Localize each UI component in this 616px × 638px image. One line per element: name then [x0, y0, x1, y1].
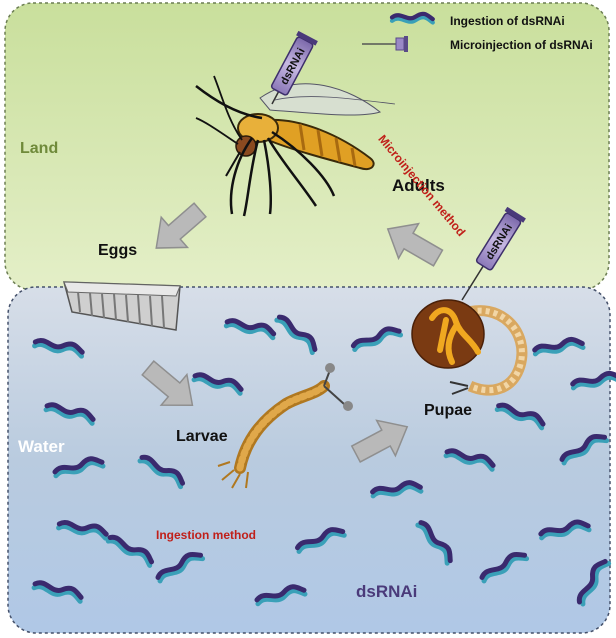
water-label: Water — [18, 437, 65, 456]
legend — [362, 14, 433, 52]
legend-ingestion-label: Ingestion of dsRNAi — [450, 14, 565, 28]
pupa-icon — [411, 299, 528, 396]
stage-label-adults: Adults — [392, 176, 445, 195]
stage-label-eggs: Eggs — [98, 242, 138, 259]
dsrnai-water-label: dsRNAi — [356, 582, 418, 601]
larva-icon — [217, 363, 353, 489]
mosquito-icon — [195, 75, 396, 217]
egg-raft-icon — [63, 281, 181, 331]
legend-microinjection-label: Microinjection of dsRNAi — [450, 38, 593, 52]
legend-syringe-icon — [362, 36, 408, 52]
land-label: Land — [20, 140, 59, 157]
stage-label-larvae: Larvae — [176, 428, 228, 445]
ingestion-method-label: Ingestion method — [156, 528, 256, 542]
stage-label-pupae: Pupae — [424, 402, 473, 419]
